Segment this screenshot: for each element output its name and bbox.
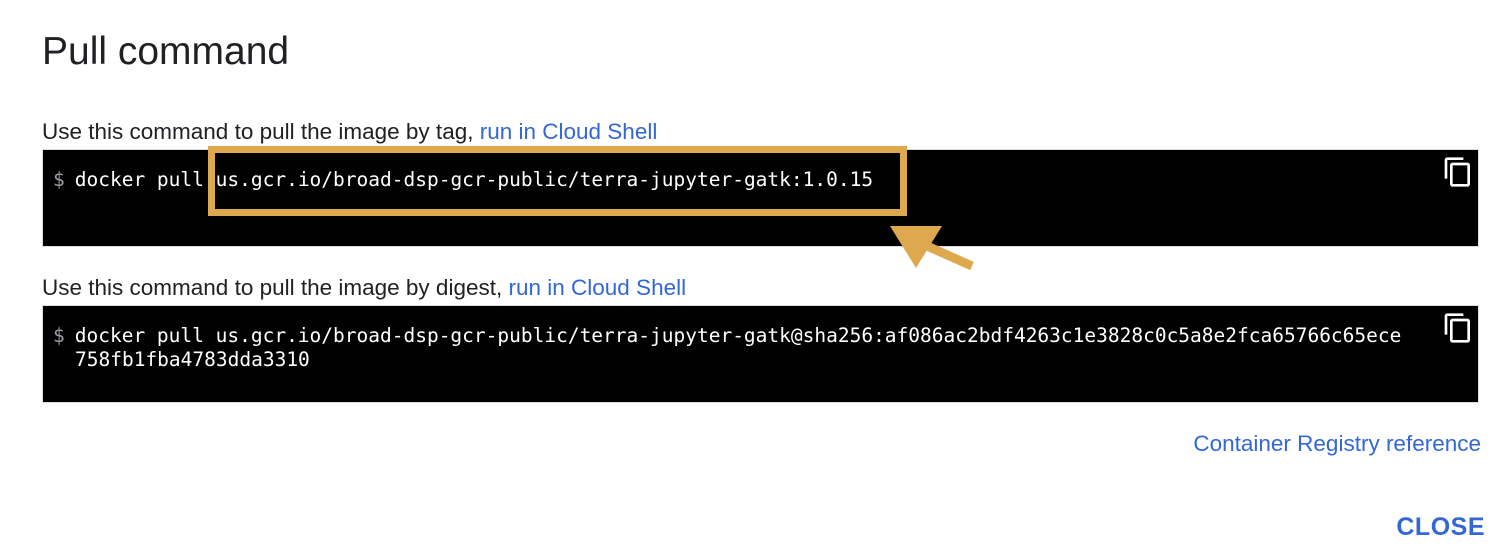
container-registry-reference-link[interactable]: Container Registry reference: [1193, 431, 1481, 456]
tag-command-box: $ docker pull us.gcr.io/broad-dsp-gcr-pub…: [42, 149, 1479, 247]
digest-command-box: $ docker pull us.gcr.io/broad-dsp-gcr-pub…: [42, 305, 1479, 403]
tag-section-label: Use this command to pull the image by ta…: [42, 117, 657, 147]
digest-section-label: Use this command to pull the image by di…: [42, 273, 686, 303]
tag-command-prefix: docker pull: [74, 168, 216, 191]
tag-run-in-cloud-shell-link[interactable]: run in Cloud Shell: [479, 119, 658, 144]
copy-icon: [1444, 313, 1470, 343]
digest-label-text: Use this command to pull the image by di…: [42, 275, 509, 300]
tag-prompt: $: [53, 168, 65, 191]
tag-command-text: $ docker pull us.gcr.io/broad-dsp-gcr-pub…: [53, 168, 1408, 192]
copy-icon: [1444, 157, 1470, 187]
close-button[interactable]: CLOSE: [1396, 510, 1485, 544]
digest-command-text: $ docker pull us.gcr.io/broad-dsp-gcr-pub…: [53, 324, 1408, 372]
digest-prompt: $: [53, 324, 65, 347]
dialog-title: Pull command: [42, 30, 290, 73]
digest-command: docker pull us.gcr.io/broad-dsp-gcr-publ…: [74, 324, 1402, 371]
copy-digest-command-button[interactable]: [1442, 312, 1474, 344]
tag-command-image: us.gcr.io/broad-dsp-gcr-public/terra-jup…: [215, 168, 874, 191]
tag-label-text: Use this command to pull the image by ta…: [42, 119, 480, 144]
copy-tag-command-button[interactable]: [1442, 156, 1474, 188]
digest-run-in-cloud-shell-link[interactable]: run in Cloud Shell: [508, 275, 687, 300]
